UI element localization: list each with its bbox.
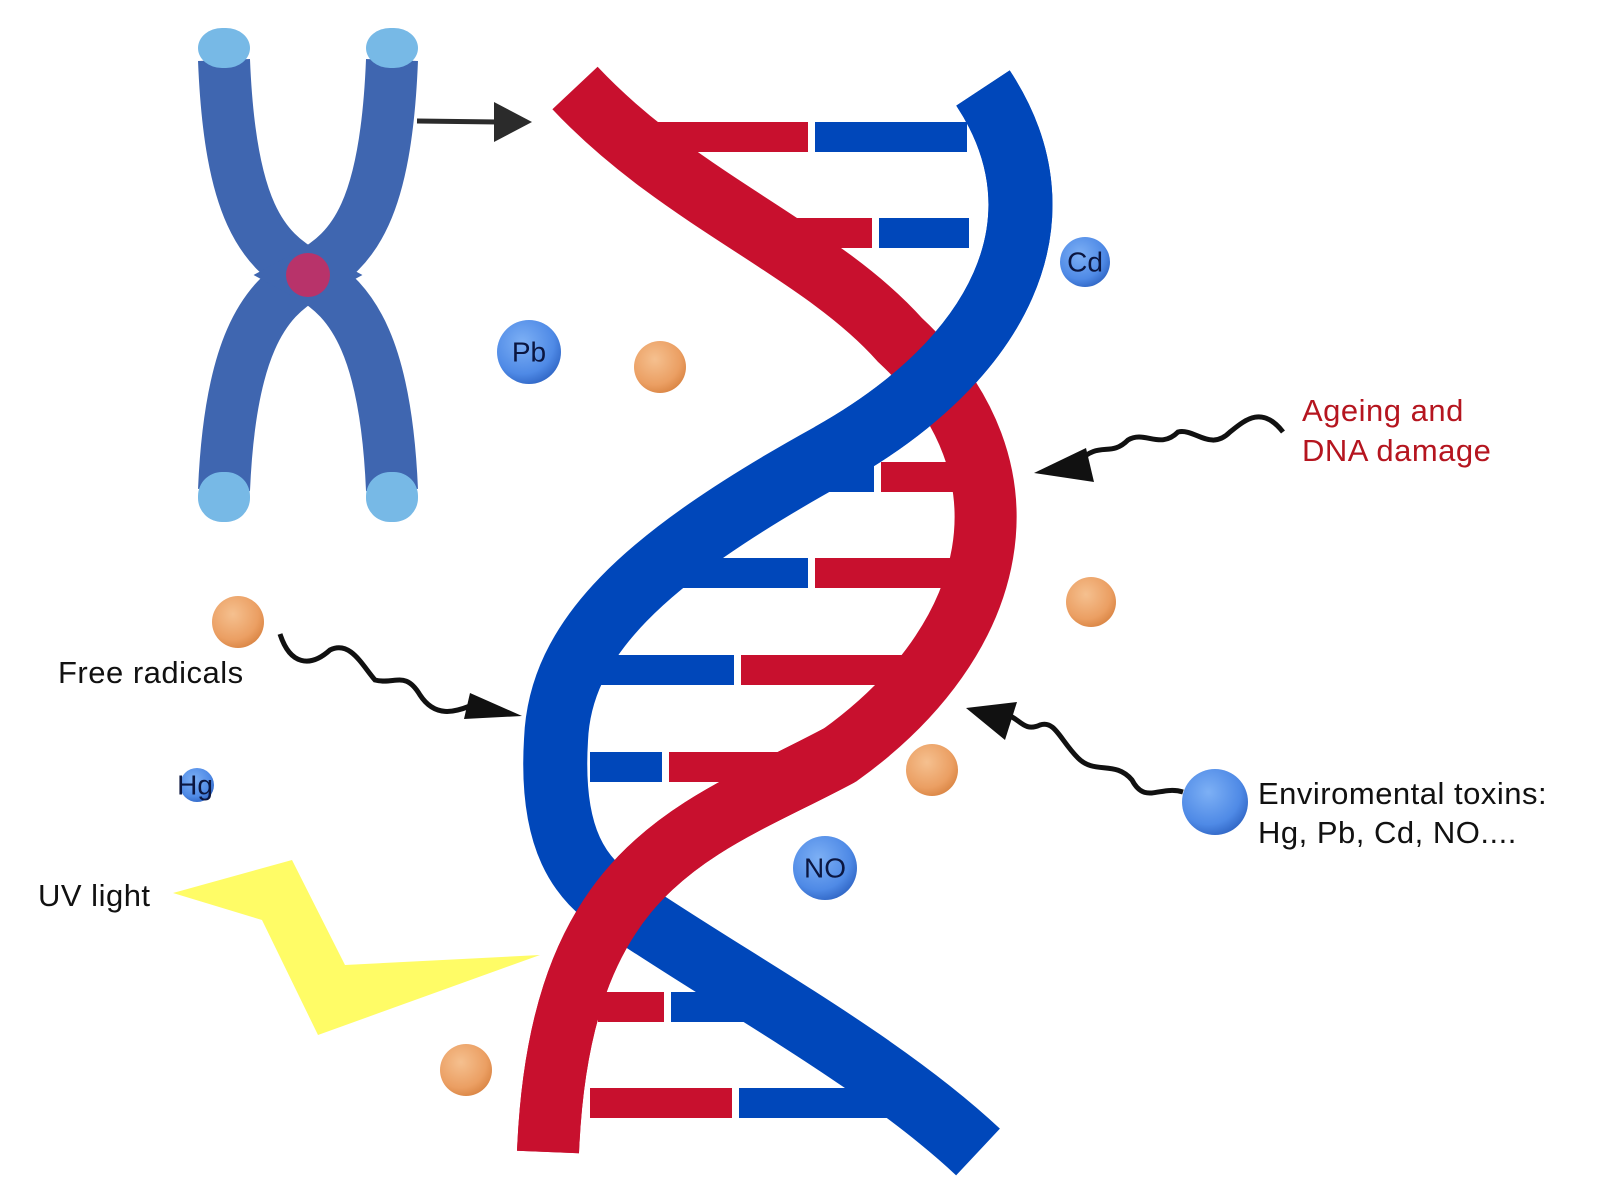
- atom-hg: Hg: [177, 770, 213, 801]
- free-radical-dot: [440, 1044, 492, 1096]
- ageing-arrow: [1076, 414, 1285, 464]
- ageing-label-line2: DNA damage: [1302, 433, 1491, 468]
- wavy-arrow-icon: [277, 414, 1285, 796]
- atom-no: NO: [804, 853, 846, 884]
- toxins-arrow: [1008, 713, 1184, 796]
- free-radical-dot: [906, 744, 958, 796]
- ageing-label-line1: Ageing and: [1302, 393, 1464, 428]
- atom-cd: Cd: [1067, 247, 1103, 278]
- dna-helix-icon: [517, 66, 1053, 1176]
- zoom-arrow: [416, 102, 532, 142]
- uv-light-label: UV light: [38, 878, 151, 913]
- toxin-atoms: Pb Cd Hg NO: [177, 237, 1248, 900]
- free-radicals: [212, 341, 1116, 1096]
- toxins-label-line1: Enviromental toxins:: [1258, 776, 1547, 811]
- base-pairs: [590, 122, 973, 1118]
- free-radicals-arrow: [277, 633, 471, 714]
- free-radicals-label: Free radicals: [58, 655, 244, 690]
- toxins-label-line2: Hg, Pb, Cd, NO....: [1258, 815, 1517, 850]
- lightning-bolt-icon: [173, 860, 540, 1035]
- centromere: [286, 253, 330, 297]
- free-radical-dot: [1066, 577, 1116, 627]
- free-radical-dot: [634, 341, 686, 393]
- toxin-dot: [1182, 769, 1248, 835]
- atom-pb: Pb: [512, 337, 546, 368]
- free-radical-dot: [212, 596, 264, 648]
- chromosome-icon: [198, 28, 418, 522]
